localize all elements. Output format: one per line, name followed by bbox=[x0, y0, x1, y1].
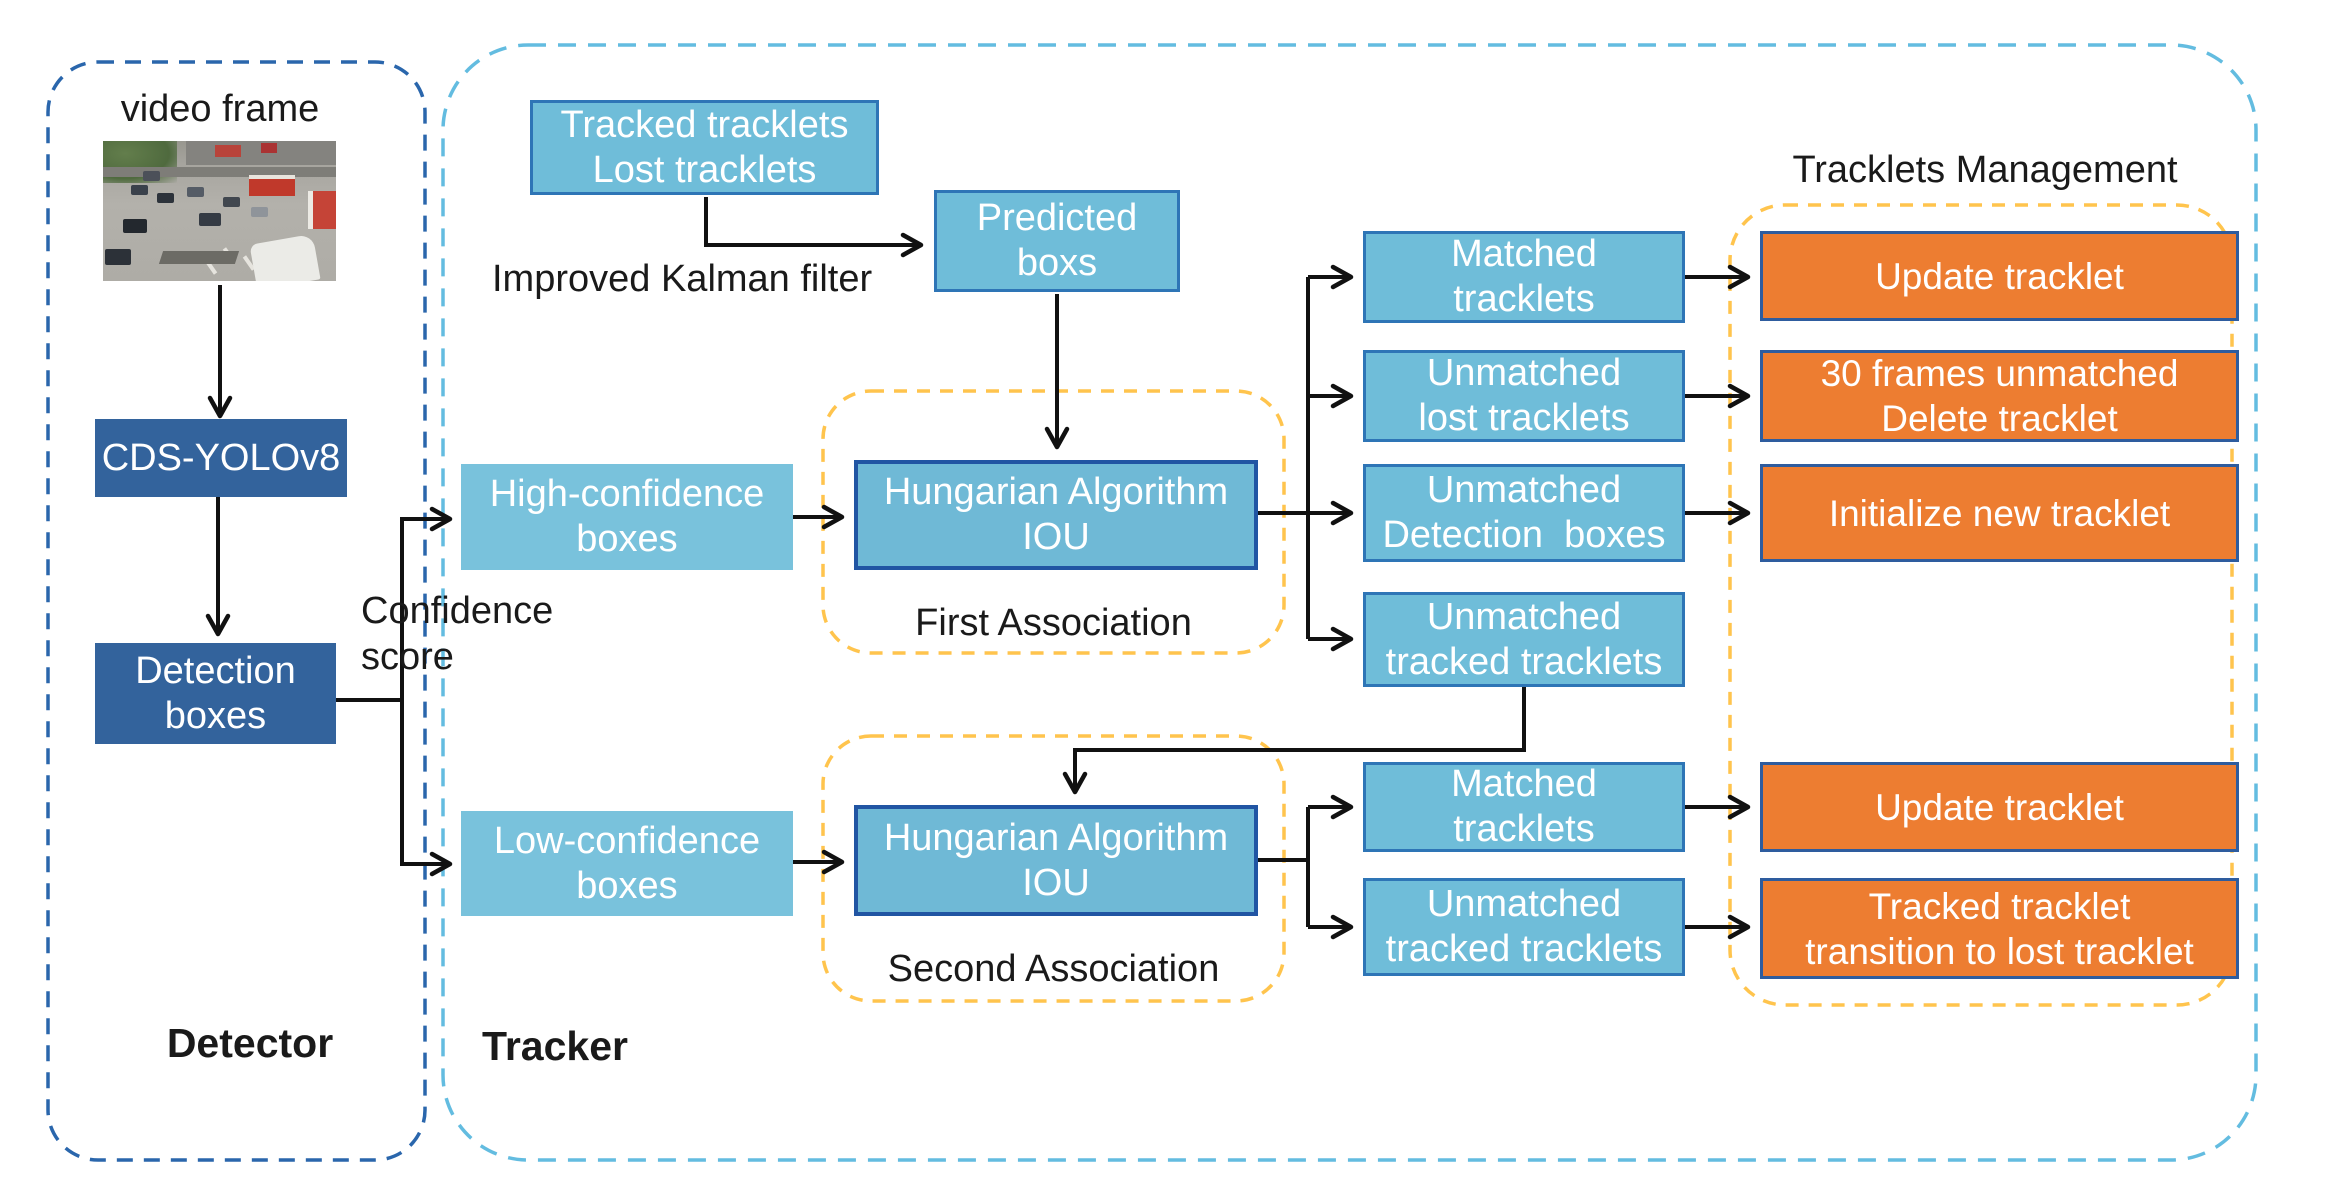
video-frame-label: video frame bbox=[120, 88, 320, 130]
unmatched-tracked-tracklets-first-box: Unmatched tracked tracklets bbox=[1363, 592, 1685, 687]
high-confidence-boxes-box: High-confidence boxes bbox=[461, 464, 793, 570]
photo-car bbox=[199, 213, 221, 226]
photo-car bbox=[187, 187, 204, 197]
low-confidence-boxes-label: Low-confidence boxes bbox=[493, 819, 761, 907]
delete-tracklet-box: 30 frames unmatched Delete tracklet bbox=[1760, 350, 2239, 442]
hungarian-algorithm-second-box: Hungarian Algorithm IOU bbox=[854, 805, 1258, 916]
detection-boxes-label: Detection boxes bbox=[135, 649, 296, 737]
update-tracklet-first-box: Update tracklet bbox=[1760, 231, 2239, 321]
hungarian-algorithm-first-label: Hungarian Algorithm IOU bbox=[883, 471, 1229, 558]
photo-car bbox=[105, 249, 131, 265]
unmatched-tracked-tracklets-first-label: Unmatched tracked tracklets bbox=[1385, 595, 1663, 683]
initialize-new-tracklet-label: Initialize new tracklet bbox=[1828, 492, 2171, 534]
connectors bbox=[205, 197, 1751, 940]
photo-car bbox=[131, 185, 148, 195]
photo-overpass bbox=[103, 167, 336, 177]
delete-tracklet-label: 30 frames unmatched Delete tracklet bbox=[1820, 353, 2179, 439]
matched-tracklets-second-label: Matched tracklets bbox=[1451, 763, 1597, 850]
photo-bus bbox=[308, 191, 336, 229]
update-tracklet-first-label: Update tracklet bbox=[1875, 255, 2124, 297]
tracker-region-outline bbox=[441, 43, 2258, 1162]
photo-bus bbox=[249, 175, 295, 196]
unmatched-lost-tracklets-box: Unmatched lost tracklets bbox=[1363, 350, 1685, 442]
tracker-region-label: Tracker bbox=[482, 1023, 628, 1069]
detection-boxes-box: Detection boxes bbox=[95, 643, 336, 744]
photo-red-sign bbox=[215, 145, 241, 157]
transition-to-lost-tracklet-box: Tracked tracklet transition to lost trac… bbox=[1760, 878, 2239, 979]
matched-tracklets-first-box: Matched tracklets bbox=[1363, 231, 1685, 323]
matched-tracklets-second-box: Matched tracklets bbox=[1363, 762, 1685, 852]
unmatched-detection-boxes-label: Unmatched Detection boxes bbox=[1382, 469, 1666, 556]
photo-car bbox=[123, 219, 147, 233]
detector-region-outline bbox=[46, 60, 427, 1162]
transition-to-lost-tracklet-label: Tracked tracklet transition to lost trac… bbox=[1805, 885, 2194, 972]
hungarian-algorithm-first-box: Hungarian Algorithm IOU bbox=[854, 460, 1258, 570]
tracklets-management-title: Tracklets Management bbox=[1792, 149, 2178, 191]
predicted-boxs-box: Predicted boxs bbox=[934, 190, 1180, 292]
initialize-new-tracklet-box: Initialize new tracklet bbox=[1760, 464, 2239, 562]
high-confidence-boxes-label: High-confidence boxes bbox=[489, 473, 765, 560]
predicted-boxs-label: Predicted boxs bbox=[976, 197, 1138, 284]
tracked-lost-tracklets-box: Tracked tracklets Lost tracklets bbox=[530, 100, 879, 195]
tracked-lost-tracklets-label: Tracked tracklets Lost tracklets bbox=[560, 103, 849, 191]
photo-white-van bbox=[249, 233, 321, 281]
low-confidence-boxes-box: Low-confidence boxes bbox=[461, 811, 793, 916]
photo-car bbox=[157, 193, 174, 203]
cds-yolov8-label: CDS-YOLOv8 bbox=[101, 436, 341, 479]
unmatched-detection-boxes-box: Unmatched Detection boxes bbox=[1363, 464, 1685, 562]
photo-car bbox=[223, 197, 240, 207]
first-association-label: First Association bbox=[915, 602, 1192, 644]
photo-red-sign bbox=[261, 143, 277, 153]
photo-car bbox=[143, 171, 160, 181]
improved-kalman-filter-label: Improved Kalman filter bbox=[492, 258, 873, 300]
unmatched-tracked-tracklets-second-label: Unmatched tracked tracklets bbox=[1385, 883, 1663, 970]
cds-yolov8-box: CDS-YOLOv8 bbox=[95, 419, 347, 497]
update-tracklet-second-box: Update tracklet bbox=[1760, 762, 2239, 852]
video-frame-photo bbox=[103, 141, 336, 281]
confidence-score-label: Confidence score bbox=[361, 590, 554, 678]
hungarian-algorithm-second-label: Hungarian Algorithm IOU bbox=[883, 816, 1229, 904]
matched-tracklets-first-label: Matched tracklets bbox=[1451, 233, 1597, 320]
update-tracklet-second-label: Update tracklet bbox=[1875, 786, 2124, 828]
detector-region-label: Detector bbox=[166, 1020, 334, 1066]
tracklets-management-outline bbox=[1728, 203, 2234, 1007]
photo-barrier bbox=[158, 251, 240, 264]
second-association-label: Second Association bbox=[887, 948, 1220, 990]
unmatched-tracked-tracklets-second-box: Unmatched tracked tracklets bbox=[1363, 878, 1685, 976]
unmatched-lost-tracklets-label: Unmatched lost tracklets bbox=[1418, 352, 1630, 439]
photo-car bbox=[251, 207, 268, 217]
